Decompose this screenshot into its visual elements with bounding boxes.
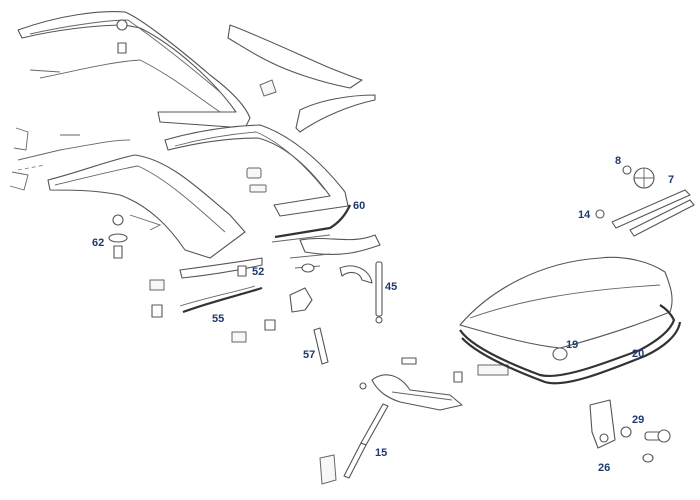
- trim-strip: [179, 257, 263, 279]
- label-19: 19: [566, 339, 578, 351]
- label-62: 62: [92, 237, 104, 249]
- latch-pad: [249, 184, 267, 193]
- bolt-group-62: [108, 214, 128, 259]
- trim-strip-7-b: [629, 199, 695, 237]
- label-8: 8: [615, 155, 621, 167]
- rod: [289, 253, 331, 259]
- bolt-icon-lower: [151, 304, 163, 318]
- label-20: 20: [632, 348, 644, 360]
- label-60: 60: [353, 200, 365, 212]
- lock-bolt-icon: [599, 433, 609, 443]
- screw-icon: [117, 42, 127, 54]
- seal-60: [274, 204, 352, 239]
- seal-60-inner: [271, 234, 331, 243]
- clip-line: [29, 69, 61, 73]
- side-panel-upper: [227, 24, 376, 133]
- gas-strut-15-rod: [343, 442, 367, 479]
- seal-ring-icon: [642, 453, 654, 463]
- gas-strut-45: [375, 261, 383, 317]
- linkage-bracket: [339, 265, 373, 284]
- trunk-hinge-assembly: [359, 357, 463, 411]
- bracket-small: [259, 79, 277, 97]
- seal-55-inner: [179, 285, 256, 307]
- bolt-icon: [116, 19, 128, 31]
- lock-26: [589, 399, 616, 449]
- label-7: 7: [668, 174, 674, 186]
- trunk-lid-20: [459, 256, 673, 349]
- seal-55: [182, 286, 263, 314]
- top-frame-rear: [17, 11, 251, 129]
- trunk-seal-outer: [461, 321, 682, 385]
- label-26: 26: [598, 462, 610, 474]
- key-head-icon: [657, 429, 671, 443]
- hinge-bracket: [289, 287, 313, 313]
- label-45: 45: [385, 281, 397, 293]
- linkage-arm: [299, 234, 381, 255]
- label-52: 52: [252, 266, 264, 278]
- label-29: 29: [632, 414, 644, 426]
- bolt-57: [313, 327, 329, 365]
- strut-end-icon: [375, 316, 383, 324]
- clip-14: [595, 209, 605, 219]
- lock-cylinder-29: [620, 426, 632, 438]
- buffer-pad: [477, 364, 509, 376]
- screw-8: [622, 165, 632, 175]
- seal-strip-upper: [39, 59, 221, 113]
- grommet-52: [237, 265, 247, 277]
- clip-bracket-left: [13, 127, 29, 151]
- label-14: 14: [578, 209, 591, 221]
- clip-small: [231, 331, 247, 343]
- trunk-seal: [459, 304, 676, 377]
- label-15: 15: [375, 447, 387, 459]
- label-55: 55: [212, 313, 224, 325]
- nut-icon: [264, 319, 276, 331]
- gas-strut-15: [360, 403, 389, 446]
- soft-top-cover: [17, 139, 246, 259]
- clip-bracket-left-lower: [9, 171, 29, 191]
- washer-icon: [301, 263, 315, 273]
- strut-mount: [319, 454, 337, 485]
- trim-strip-7: [611, 189, 691, 229]
- mount-block: [149, 279, 165, 291]
- windshield-frame: [164, 124, 349, 217]
- star-emblem-arms: [634, 168, 654, 188]
- buffer-19: [552, 347, 568, 361]
- clip-bracket: [129, 214, 162, 231]
- label-57: 57: [303, 349, 315, 361]
- latch-plate: [246, 167, 262, 179]
